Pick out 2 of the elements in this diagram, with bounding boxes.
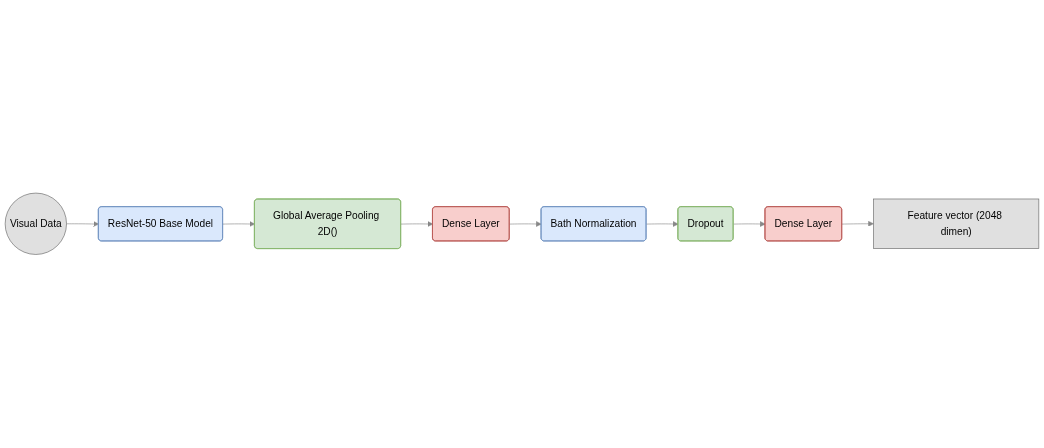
node-box: Feature vector (2048 dimen) <box>873 198 1040 250</box>
node-circle: Visual Data <box>4 193 67 255</box>
